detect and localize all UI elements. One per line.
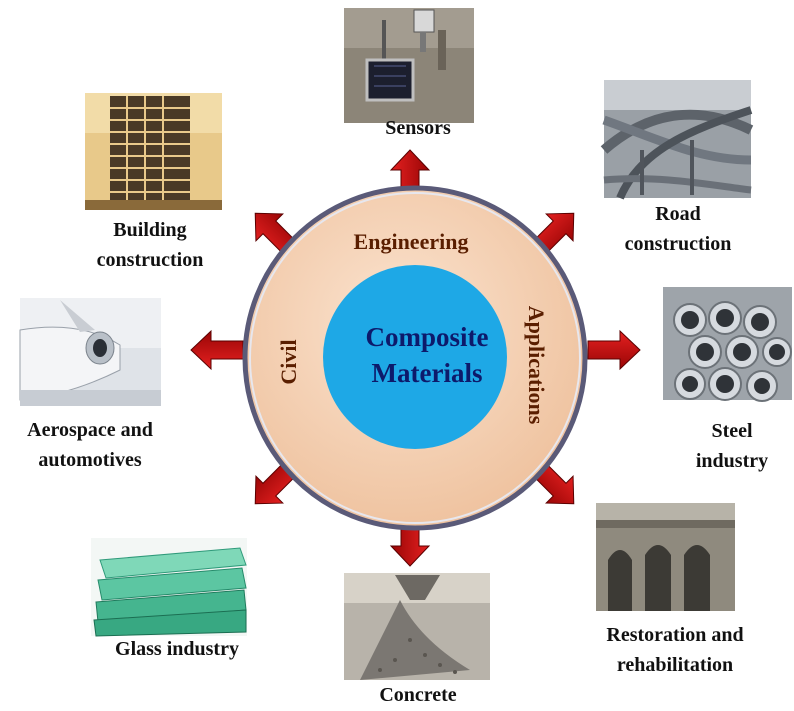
arrow-to-aerospace: [190, 330, 244, 370]
ring-label-engineering: Engineering: [354, 229, 469, 254]
label-restoration-line2: rehabilitation: [617, 654, 733, 676]
label-building-line1: Building: [113, 219, 186, 241]
center-title-line1: Composite: [366, 322, 489, 352]
label-aerospace-line1: Aerospace and: [27, 419, 153, 441]
road-construction-image: [600, 80, 754, 200]
label-steel-line2: industry: [696, 450, 768, 472]
label-glass: Glass industry: [115, 638, 239, 660]
aerospace-image: [19, 298, 161, 406]
ring-label-civil: Civil: [276, 339, 301, 384]
sensors-image: [344, 8, 474, 123]
label-concrete: Concrete: [379, 684, 456, 706]
inner-circle: [323, 265, 507, 449]
glass-sheets-image: [91, 538, 247, 637]
label-steel-line1: Steel: [711, 420, 753, 442]
restoration-image: [596, 503, 735, 611]
center-title-line2: Materials: [372, 358, 483, 388]
label-aerospace-line2: automotives: [38, 449, 142, 471]
steel-pipes-image: [663, 287, 792, 402]
ring-label-applications: Applications: [524, 306, 549, 425]
label-building-line2: construction: [97, 249, 204, 271]
label-road-line2: construction: [625, 233, 732, 255]
outer-circle-highlight: [249, 192, 581, 524]
concrete-image: [344, 573, 490, 680]
label-road-line1: Road: [655, 203, 701, 225]
label-sensors: Sensors: [385, 117, 451, 139]
label-restoration-line1: Restoration and: [606, 624, 743, 646]
arrow-to-steel: [587, 330, 641, 370]
building-construction-image: [85, 93, 222, 210]
